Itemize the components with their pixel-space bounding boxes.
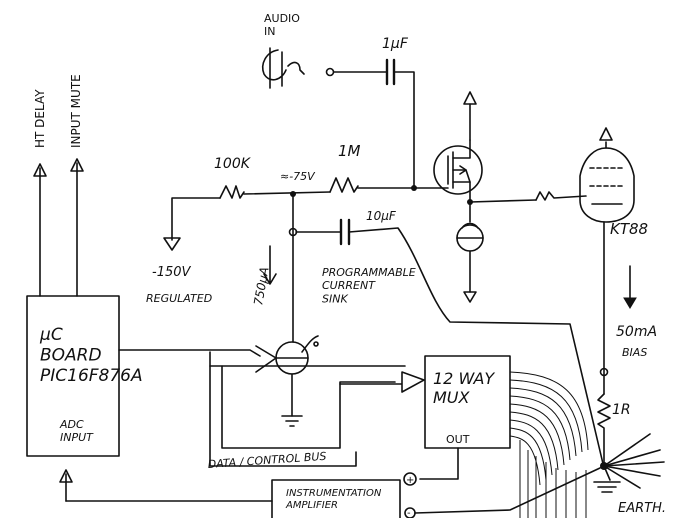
text-line: PROGRAMMABLE: [322, 266, 416, 279]
data-bus-label: DATA / CONTROL BUS: [207, 450, 327, 471]
neg150-rail-wire: [171, 197, 221, 241]
earth-label: EARTH.: [618, 501, 666, 516]
text-line: PIC16F876A: [40, 366, 143, 386]
ht-delay-line: [33, 163, 47, 297]
input-mute-label: INPUT MUTE: [69, 74, 83, 148]
mux-out-wire: [419, 447, 459, 480]
cap-10uF-label: 10µF: [366, 209, 397, 223]
neg150-arrow: [163, 237, 181, 251]
resistor-1r: [597, 393, 611, 467]
follower-mosfet: [413, 139, 483, 203]
inst-amp-box: [271, 479, 401, 518]
audio-jack-symbol: [262, 47, 335, 89]
regulated-label: REGULATED: [146, 292, 212, 305]
cap-1uF: [385, 58, 396, 86]
mux-input-hatching: [509, 371, 589, 518]
earth-star-wires: [603, 433, 665, 489]
inst-amp-minus: -: [407, 508, 411, 518]
r-1r-label: 1R: [612, 402, 631, 418]
current-arrow: [263, 245, 277, 285]
data-bus-wires: [118, 349, 406, 467]
mux-input-arrow: [339, 371, 425, 393]
sink-label-pointer: [301, 335, 319, 353]
resistor-100k: [219, 185, 245, 199]
uc-board-box: [26, 295, 120, 457]
current-sink-symbol: [255, 341, 309, 375]
drain-supply-arrow: [463, 91, 477, 105]
grid-feed-wire: [393, 71, 415, 189]
source-to-kt88-wire: [469, 199, 537, 203]
r-100k-label: 100K: [214, 156, 252, 172]
r-1m-label: 1M: [338, 142, 361, 160]
text-line: INSTRUMENTATION: [286, 488, 382, 499]
kt88-label: KT88: [610, 220, 648, 238]
text-line: INPUT: [60, 431, 94, 444]
adc-feedback-wire: [59, 469, 273, 502]
supply-neg150-label: -150V: [152, 265, 192, 280]
text-line: SINK: [322, 292, 348, 305]
inst-amp-plus: +: [406, 475, 414, 486]
text-line: AUDIO: [264, 12, 300, 25]
text-line: AMPLIFIER: [285, 500, 338, 511]
mux-out-label: OUT: [446, 433, 470, 446]
bias-mid-wire: [243, 191, 331, 195]
sink-ground-symbol: [281, 415, 303, 427]
text-line: CURRENT: [322, 279, 376, 292]
v-neg75-label: ≈-75V: [280, 170, 316, 183]
cap-1uF-label: 1µF: [382, 36, 409, 52]
sink-label-pointer-tip: [313, 341, 319, 347]
grid-stopper-resistor: [535, 191, 587, 201]
resistor-1m: [329, 177, 359, 193]
cap-10uF-out-wire: [348, 227, 605, 469]
kt88-tube: [579, 141, 635, 223]
current-750uA-label: 750µA: [251, 266, 272, 307]
inst-amp-minus-wire: [414, 467, 601, 514]
inst-amp-plus-marker: [403, 472, 417, 486]
text-line: µC: [39, 325, 63, 345]
cap-10uF: [339, 218, 351, 246]
plate-supply-arrow: [599, 127, 613, 141]
text-line: BOARD: [40, 345, 102, 365]
earth-ground-symbol: [593, 481, 621, 493]
bias-50mA-label: 50mA: [616, 324, 657, 340]
cathode-node: [599, 367, 609, 377]
text-line: MUX: [433, 388, 471, 407]
input-mute-line: [70, 158, 84, 297]
text-line: IN: [264, 25, 275, 38]
text-line: 12 WAY: [433, 369, 495, 388]
bias-label: BIAS: [622, 346, 647, 359]
source-neg-arrow: [463, 291, 477, 303]
ht-delay-label: HT DELAY: [33, 89, 47, 148]
source-current-source: [456, 222, 484, 252]
mux-box: [424, 355, 511, 449]
bias-current-arrowhead: [623, 297, 637, 309]
text-line: ADC: [59, 418, 84, 431]
